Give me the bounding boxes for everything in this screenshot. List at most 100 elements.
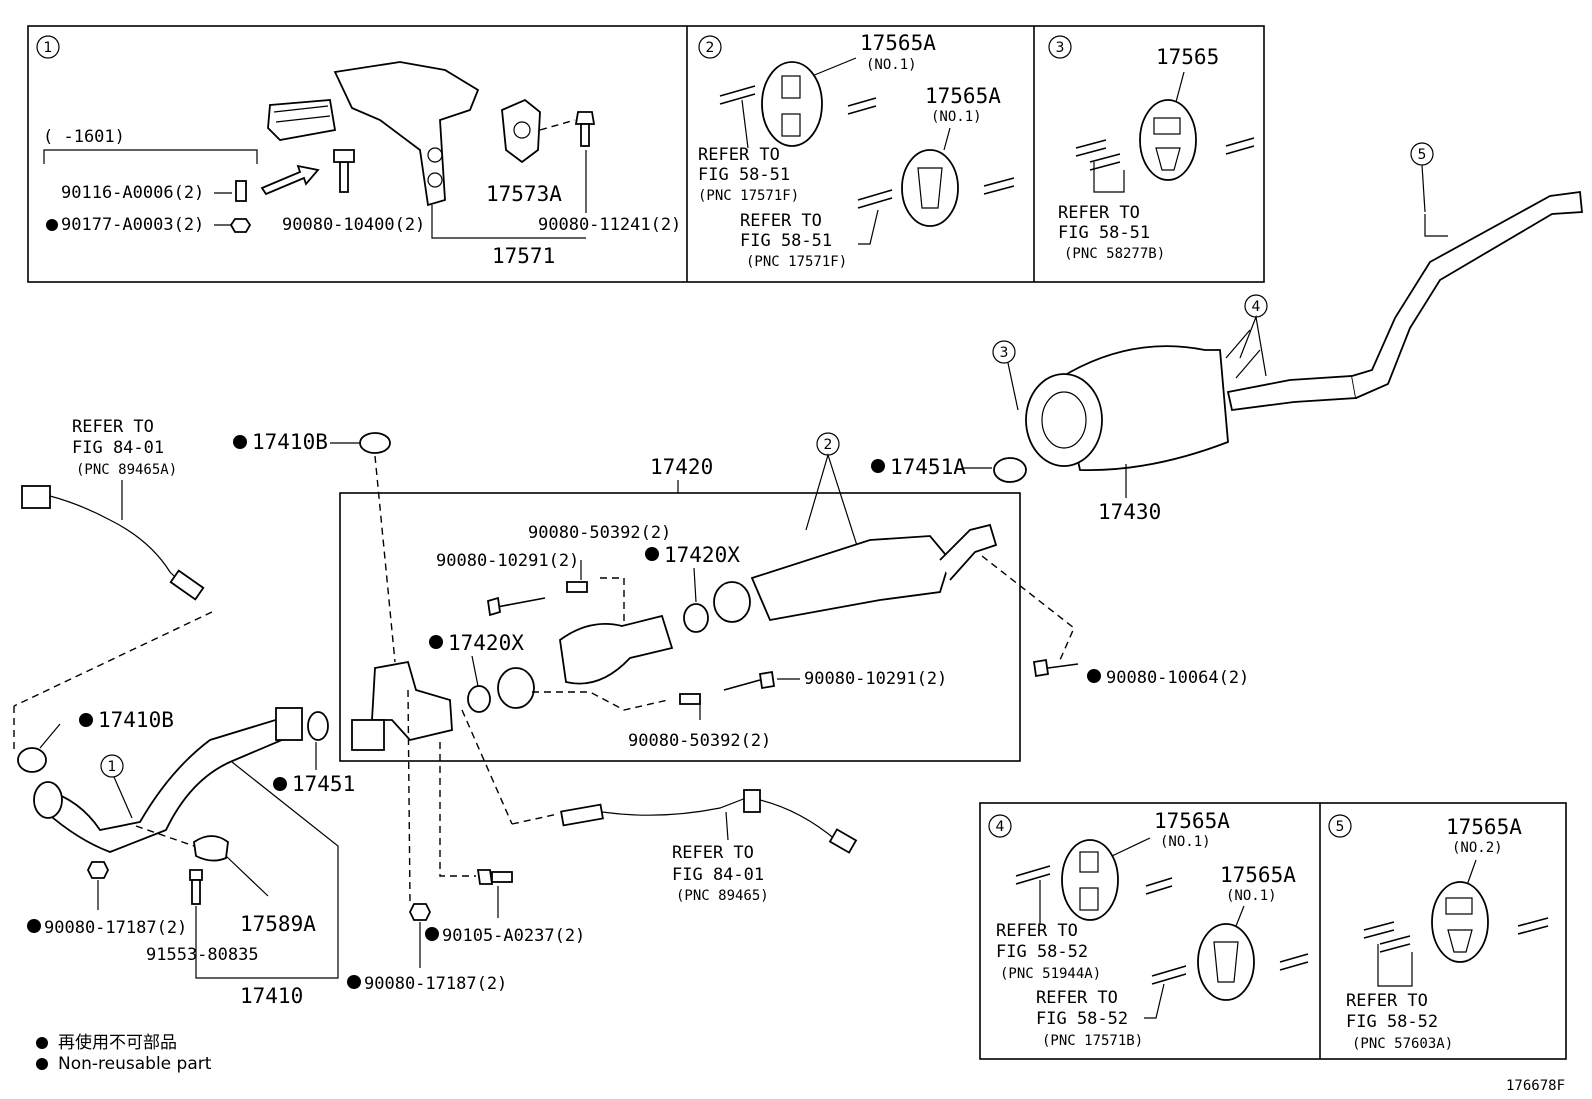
part-90080-17187-left[interactable]: 90080-17187(2) (44, 918, 187, 938)
part-17420X-b[interactable]: 17420X (448, 631, 524, 655)
front-pipe-17410-shape (17, 707, 329, 853)
part-17430[interactable]: 17430 (1098, 500, 1161, 524)
svg-text:FIG 58-51: FIG 58-51 (740, 231, 832, 251)
bracket-17573A-shape (501, 98, 541, 164)
svg-text:(PNC 57603A): (PNC 57603A) (1352, 1036, 1453, 1052)
svg-text:REFER TO: REFER TO (1058, 203, 1140, 223)
part-17565A-no1-d[interactable]: 17565A (1220, 863, 1296, 887)
part-17451A[interactable]: 17451A (890, 455, 966, 479)
part-17410B-top[interactable]: 17410B (252, 430, 328, 454)
part-17565A-no1-b[interactable]: 17565A (925, 84, 1001, 108)
part-90080-17187-mid[interactable]: 90080-17187(2) (364, 974, 507, 994)
svg-text:REFER TO: REFER TO (740, 211, 822, 231)
svg-text:REFER TO: REFER TO (996, 921, 1078, 941)
inset-1: 1 ( -1601) 90116-A0006(2) 90177-A0003(2)… (36, 35, 681, 268)
part-91553-80835[interactable]: 91553-80835 (146, 945, 259, 965)
part-90105-A0237[interactable]: 90105-A0237(2) (442, 926, 585, 946)
svg-text:FIG 58-52: FIG 58-52 (996, 942, 1088, 962)
fasteners-17420 (486, 560, 800, 720)
svg-text:1: 1 (108, 759, 117, 775)
svg-text:4: 4 (1252, 299, 1261, 315)
inset-4: 4 17565A (NO.1) REFER TO FIG 58-52 (PNC … (988, 809, 1309, 1049)
catalytic-converter-shape (559, 614, 674, 685)
svg-text:FIG 84-01: FIG 84-01 (72, 438, 164, 458)
nut-shape (229, 218, 252, 233)
gasket-17451A-shape (993, 457, 1027, 483)
svg-text:(NO.1): (NO.1) (866, 57, 917, 73)
inset-4-number: 4 (996, 819, 1005, 835)
svg-text:FIG 84-01: FIG 84-01 (672, 865, 764, 885)
hanger-rubber-shape-3 (1139, 99, 1197, 181)
stud-bolt-shape (235, 180, 247, 202)
gasket-17410B-left-shape (17, 747, 47, 773)
part-90080-10291-mid[interactable]: 90080-10291(2) (804, 669, 947, 689)
svg-text:REFER TO: REFER TO (672, 843, 754, 863)
inset-5-number: 5 (1336, 819, 1345, 835)
non-reusable-dot-icon (36, 1058, 48, 1070)
svg-text:REFER TO: REFER TO (72, 417, 154, 437)
part-17420[interactable]: 17420 (650, 455, 713, 479)
part-90080-50392-mid[interactable]: 90080-50392(2) (628, 731, 771, 751)
part-17565A-no2[interactable]: 17565A (1446, 815, 1522, 839)
oxygen-sensor-b (461, 709, 858, 854)
part-90116-A0006[interactable]: 90116-A0006(2) (61, 183, 204, 203)
part-17410[interactable]: 17410 (240, 984, 303, 1008)
inset-1-callout-circle (36, 35, 60, 59)
svg-text:5: 5 (1418, 147, 1427, 163)
gasket-17420X-shape-a (683, 603, 709, 633)
svg-text:FIG 58-52: FIG 58-52 (1036, 1009, 1128, 1029)
callout-3[interactable]: 3 (992, 340, 1019, 411)
main-muffler-17430 (1025, 190, 1583, 472)
svg-text:(NO.1): (NO.1) (931, 109, 982, 125)
part-17451[interactable]: 17451 (292, 772, 355, 796)
gasket-17410B-top-shape (359, 432, 391, 454)
bolt-shape (339, 161, 349, 193)
part-17565A-no1-c[interactable]: 17565A (1154, 809, 1230, 833)
inset-3: 3 17565 REFER TO FIG 58-51 (PNC 58277B) (1048, 35, 1255, 262)
callout-5[interactable]: 5 (1410, 142, 1434, 213)
part-17410B-left[interactable]: 17410B (98, 708, 174, 732)
svg-text:(NO.1): (NO.1) (1160, 834, 1211, 850)
part-17589A[interactable]: 17589A (240, 912, 316, 936)
hanger-rod-5 (1424, 214, 1448, 237)
front-pipe-17420-shape (351, 523, 998, 751)
svg-text:(PNC 17571B): (PNC 17571B) (1042, 1033, 1143, 1049)
inset-frame-top (27, 25, 1265, 283)
hanger-rubber-shape-2 (901, 149, 959, 227)
svg-text:(PNC 51944A): (PNC 51944A) (1000, 966, 1101, 982)
callout-2[interactable]: 2 (805, 432, 861, 556)
legend-en: Non-reusable part (36, 1054, 211, 1074)
part-17565[interactable]: 17565 (1156, 45, 1219, 69)
inset-1-range: ( -1601) (43, 127, 125, 147)
non-reusable-dot (46, 219, 58, 231)
part-90080-10291-top[interactable]: 90080-10291(2) (436, 551, 579, 571)
part-90080-11241[interactable]: 90080-11241(2) (538, 215, 681, 235)
assembly-17420-box (339, 492, 1021, 762)
non-reusable-dot-icon (36, 1037, 48, 1049)
part-17573A[interactable]: 17573A (486, 182, 562, 206)
part-90177-A0003[interactable]: 90177-A0003(2) (61, 215, 204, 235)
bracket-17571-shape (333, 61, 480, 207)
svg-text:REFER TO: REFER TO (1346, 991, 1428, 1011)
svg-text:REFER TO: REFER TO (1036, 988, 1118, 1008)
inset-5: 5 17565A (NO.2) REFER TO FIG 58-52 (PNC … (1328, 814, 1549, 1052)
oxygen-sensor-a (13, 485, 213, 707)
svg-text:(PNC 17571F): (PNC 17571F) (746, 254, 847, 270)
part-17571[interactable]: 17571 (492, 244, 555, 268)
callout-1[interactable]: 1 (100, 754, 133, 819)
svg-text:(NO.1): (NO.1) (1226, 888, 1277, 904)
hanger-rubber-shape (761, 61, 823, 147)
svg-text:2: 2 (824, 437, 833, 453)
arrow-icon (260, 164, 320, 196)
svg-text:FIG 58-52: FIG 58-52 (1346, 1012, 1438, 1032)
part-90080-10064[interactable]: 90080-10064(2) (1106, 668, 1249, 688)
part-90080-50392-top[interactable]: 90080-50392(2) (528, 523, 671, 543)
hanger-rubber-shape-4 (1061, 839, 1119, 921)
svg-text:FIG 58-51: FIG 58-51 (698, 165, 790, 185)
part-17420X-a[interactable]: 17420X (664, 543, 740, 567)
svg-text:REFER TO: REFER TO (698, 145, 780, 165)
part-17565A-no1-a[interactable]: 17565A (860, 31, 936, 55)
gasket-17451-shape (307, 711, 329, 741)
part-90080-10400[interactable]: 90080-10400(2) (282, 215, 425, 235)
callout-4[interactable]: 4 (1239, 294, 1268, 377)
